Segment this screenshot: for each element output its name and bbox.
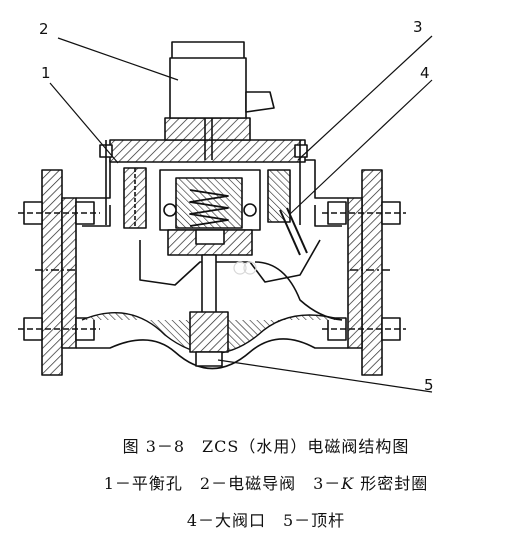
watermark — [233, 261, 257, 275]
leader-lines — [49, 35, 433, 393]
callout-2: 2 — [39, 20, 49, 38]
main-valve-port — [279, 207, 308, 256]
legend-k: K — [341, 474, 355, 493]
left-flange — [18, 169, 100, 376]
callout-1: 1 — [41, 64, 51, 82]
solenoid-pilot-valve — [169, 41, 275, 160]
figure-caption-legend-line1: 1－平衡孔 2－电磁导阀 3－K 形密封圈 — [0, 470, 532, 494]
callout-5: 5 — [424, 376, 434, 394]
legend-part-a: 1－平衡孔 2－电磁导阀 3－ — [103, 474, 342, 493]
right-flange — [322, 169, 406, 376]
k-seal-ring — [163, 169, 291, 223]
push-rod — [189, 254, 229, 367]
balance-hole — [123, 167, 147, 229]
callout-4: 4 — [420, 64, 430, 82]
figure-caption-title: 图 3－8 ZCS（水用）电磁阀结构图 — [122, 437, 410, 456]
legend-part-b: 形密封圈 — [354, 474, 429, 493]
spring-chamber — [159, 169, 261, 256]
figure-caption-legend-line2: 4－大阀口 5－顶杆 — [186, 511, 346, 530]
callout-3: 3 — [413, 18, 423, 36]
